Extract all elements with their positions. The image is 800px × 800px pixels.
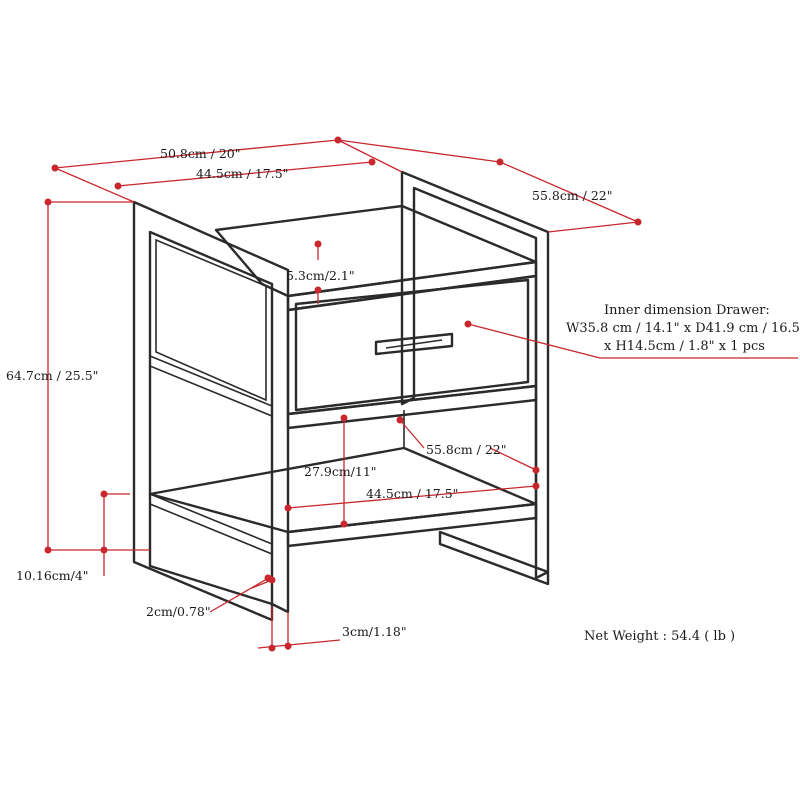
base-clearance-label: 10.16cm/4": [16, 568, 89, 583]
total-width-label: 50.8cm / 20": [160, 146, 241, 161]
total-height-label: 64.7cm / 25.5": [6, 368, 98, 383]
drawer: [286, 274, 538, 416]
total-depth-label: 55.8cm / 22": [532, 188, 613, 203]
drawer-note: Inner dimension Drawer: W35.8 cm / 14.1"…: [566, 303, 800, 354]
frame-thickness-label: 2cm/0.78": [146, 604, 211, 619]
drawer-note-line2: W35.8 cm / 14.1" x D41.9 cm / 16.5": [566, 321, 800, 336]
dimension-labels: 50.8cm / 20" 44.5cm / 17.5" 55.8cm / 22"…: [6, 146, 613, 639]
table-top: [214, 204, 538, 312]
drawer-note-line1: Inner dimension Drawer:: [604, 303, 770, 318]
shelf-width-label: 44.5cm / 17.5": [366, 486, 458, 501]
drawer-handle: [374, 332, 454, 356]
end-table-drawing: [132, 170, 550, 622]
middle-shelf: [286, 384, 538, 430]
net-weight-label: Net Weight : 54.4 ( lb ): [584, 629, 735, 644]
shelf-height-label: 27.9cm/11": [304, 464, 377, 479]
back-frame: [400, 170, 550, 586]
bottom-shelf: [148, 446, 538, 548]
dimension-lines: [44, 136, 798, 652]
drawer-note-line3: x H14.5cm / 1.8" x 1 pcs: [604, 339, 765, 354]
inner-width-top-label: 44.5cm / 17.5": [196, 166, 288, 181]
shelf-depth-label: 55.8cm / 22": [426, 442, 507, 457]
top-gap-label: 5.3cm/2.1": [286, 268, 355, 283]
front-frame: [132, 200, 290, 622]
frame-width-label: 3cm/1.18": [342, 624, 407, 639]
